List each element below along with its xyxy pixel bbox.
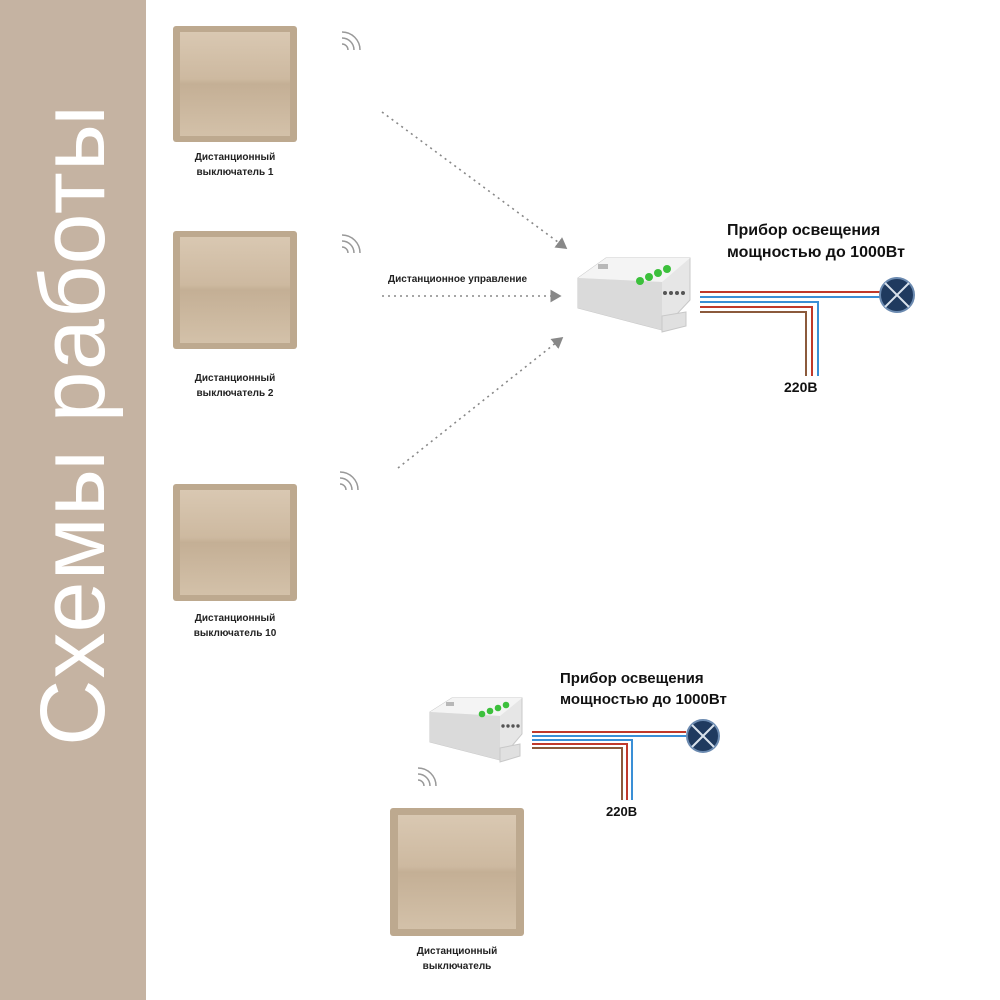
switch-2 — [173, 231, 297, 349]
wifi-signal-icon — [339, 471, 359, 491]
lamp-icon — [686, 719, 720, 753]
switch-2-label-line1: Дистанционный — [194, 373, 276, 384]
switch-1-label: Дистанционный выключатель 1 — [165, 150, 305, 180]
lamp-label-top-line2: мощностью до 1000Вт — [727, 244, 905, 261]
switch-10-label-line1: Дистанционный — [194, 613, 276, 624]
wifi-signal-icon — [341, 31, 361, 51]
wifi-signal-icon — [417, 767, 437, 787]
sidebar-panel: Схемы работы — [0, 0, 146, 1000]
remote-control-label: Дистанционное управление — [388, 274, 528, 285]
lamp-label-top-line1: Прибор освещения — [727, 222, 881, 239]
wires-bottom — [532, 731, 686, 800]
switch-single-label: Дистанционный выключатель — [380, 944, 534, 974]
signal-arrow-3 — [397, 337, 564, 469]
switch-2-label-line2: выключатель 2 — [196, 388, 274, 399]
signal-arrow-1 — [381, 111, 568, 249]
lamp-label-bottom: Прибор освещения мощностью до 1000Вт — [560, 668, 727, 710]
switch-single-label-line1: Дистанционный — [416, 946, 498, 957]
lamp-label-bottom-line1: Прибор освещения — [560, 670, 704, 687]
switch-1-label-line1: Дистанционный — [194, 152, 276, 163]
switch-2-label: Дистанционный выключатель 2 — [165, 371, 305, 401]
switch-10-label-line2: выключатель 10 — [193, 628, 277, 639]
receiver-module-small — [429, 697, 523, 763]
switch-single-label-line2: выключатель — [422, 961, 492, 972]
lamp-icon — [879, 277, 915, 313]
wifi-signal-icon — [341, 234, 361, 254]
switch-1-label-line2: выключатель 1 — [196, 167, 274, 178]
lamp-label-bottom-line2: мощностью до 1000Вт — [560, 691, 727, 708]
switch-10-label: Дистанционный выключатель 10 — [165, 611, 305, 641]
lamp-label-top: Прибор освещения мощностью до 1000Вт — [727, 220, 905, 264]
receiver-module — [577, 257, 691, 333]
voltage-label-top: 220В — [784, 379, 818, 395]
wires-top — [700, 291, 880, 376]
switch-single — [390, 808, 524, 936]
switch-1 — [173, 26, 297, 142]
voltage-label-bottom: 220В — [606, 804, 638, 819]
switch-10 — [173, 484, 297, 601]
